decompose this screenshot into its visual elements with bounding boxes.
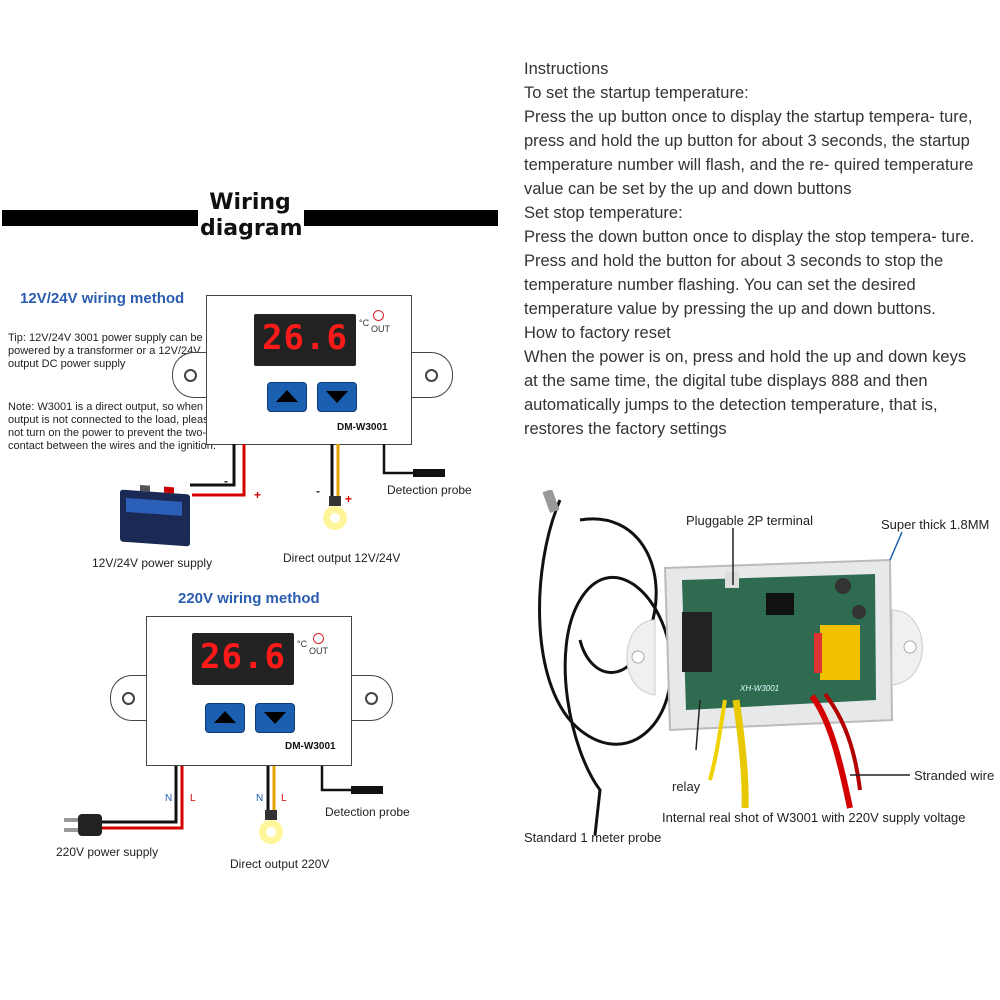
dc-down-button[interactable]	[317, 382, 357, 412]
dc-display: 26.6	[254, 314, 356, 366]
wiring-diagram-title: Wiring diagram	[200, 190, 303, 241]
dc-display-value: 26.6	[262, 318, 348, 358]
dc-model: DM-W3001	[337, 422, 388, 433]
dc-up-button[interactable]	[267, 382, 307, 412]
dc-right-ear	[410, 352, 453, 398]
instructions-text: Instructions To set the startup temperat…	[524, 57, 984, 441]
ac-unit: °C	[297, 639, 308, 649]
dc-unit: °C	[359, 318, 370, 328]
dc-out-minus-sign: -	[316, 484, 320, 498]
startup-text: Press the up button once to display the …	[524, 108, 974, 198]
ac-display-value: 26.6	[200, 637, 286, 677]
probe-length-label: Standard 1 meter probe	[524, 830, 662, 845]
dc-tip: Tip: 12V/24V 3001 power supply can be po…	[8, 332, 203, 370]
relay-label: relay	[672, 779, 701, 794]
stranded-wire-label: Stranded wire	[914, 768, 995, 783]
ac-out-l: L	[281, 793, 287, 804]
reset-text: When the power is on, press and hold the…	[524, 348, 967, 438]
title-bar-right	[304, 210, 498, 226]
battery-icon	[120, 484, 190, 547]
thickness-label: Super thick 1.8MM	[881, 517, 990, 532]
title-bar-left	[2, 210, 198, 226]
stop-heading: Set stop temperature:	[524, 204, 683, 222]
ac-display: 26.6	[192, 633, 294, 685]
instructions-title: Instructions	[524, 60, 609, 78]
reset-heading: How to factory reset	[524, 324, 671, 342]
dc-out-label: OUT	[371, 324, 390, 334]
stop-text: Press the down button once to display th…	[524, 228, 975, 318]
board-marking: XH-W3001	[740, 684, 780, 693]
ac-power-label: 220V power supply	[56, 845, 159, 859]
internal-photo	[538, 490, 923, 836]
dc-wiring	[190, 444, 445, 530]
terminal-label: Pluggable 2P terminal	[686, 513, 813, 528]
ac-down-button[interactable]	[255, 703, 295, 733]
dc-plus-sign: +	[254, 488, 262, 502]
dc-thermostat: 26.6 °C OUT DM-W3001	[206, 295, 412, 445]
ac-out-led	[313, 633, 324, 644]
ac-out-n: N	[256, 793, 264, 804]
dc-out-led	[373, 310, 384, 321]
ac-right-ear	[350, 675, 393, 721]
dc-out-plus-sign: +	[345, 492, 353, 506]
ac-up-button[interactable]	[205, 703, 245, 733]
ac-power-l: L	[190, 793, 196, 804]
dc-minus-sign: -	[224, 474, 228, 488]
ac-thermostat: 26.6 °C OUT DM-W3001	[146, 616, 352, 766]
ac-left-ear	[110, 675, 153, 721]
dc-heading: 12V/24V wiring method	[20, 290, 185, 307]
dc-probe-label: Detection probe	[387, 483, 472, 497]
startup-heading: To set the startup temperature:	[524, 84, 749, 102]
ac-model: DM-W3001	[285, 741, 336, 752]
ac-wiring	[64, 766, 383, 844]
ac-out-label: OUT	[309, 646, 328, 656]
ac-probe-label: Detection probe	[325, 805, 410, 819]
ac-output-label: Direct output 220V	[230, 857, 330, 871]
dc-power-label: 12V/24V power supply	[92, 556, 213, 570]
dc-output-label: Direct output 12V/24V	[283, 551, 401, 565]
internal-shot-caption: Internal real shot of W3001 with 220V su…	[662, 810, 966, 825]
ac-heading: 220V wiring method	[178, 590, 320, 607]
dc-note: Note: W3001 is a direct output, so when …	[8, 401, 230, 452]
ac-power-n: N	[165, 793, 173, 804]
